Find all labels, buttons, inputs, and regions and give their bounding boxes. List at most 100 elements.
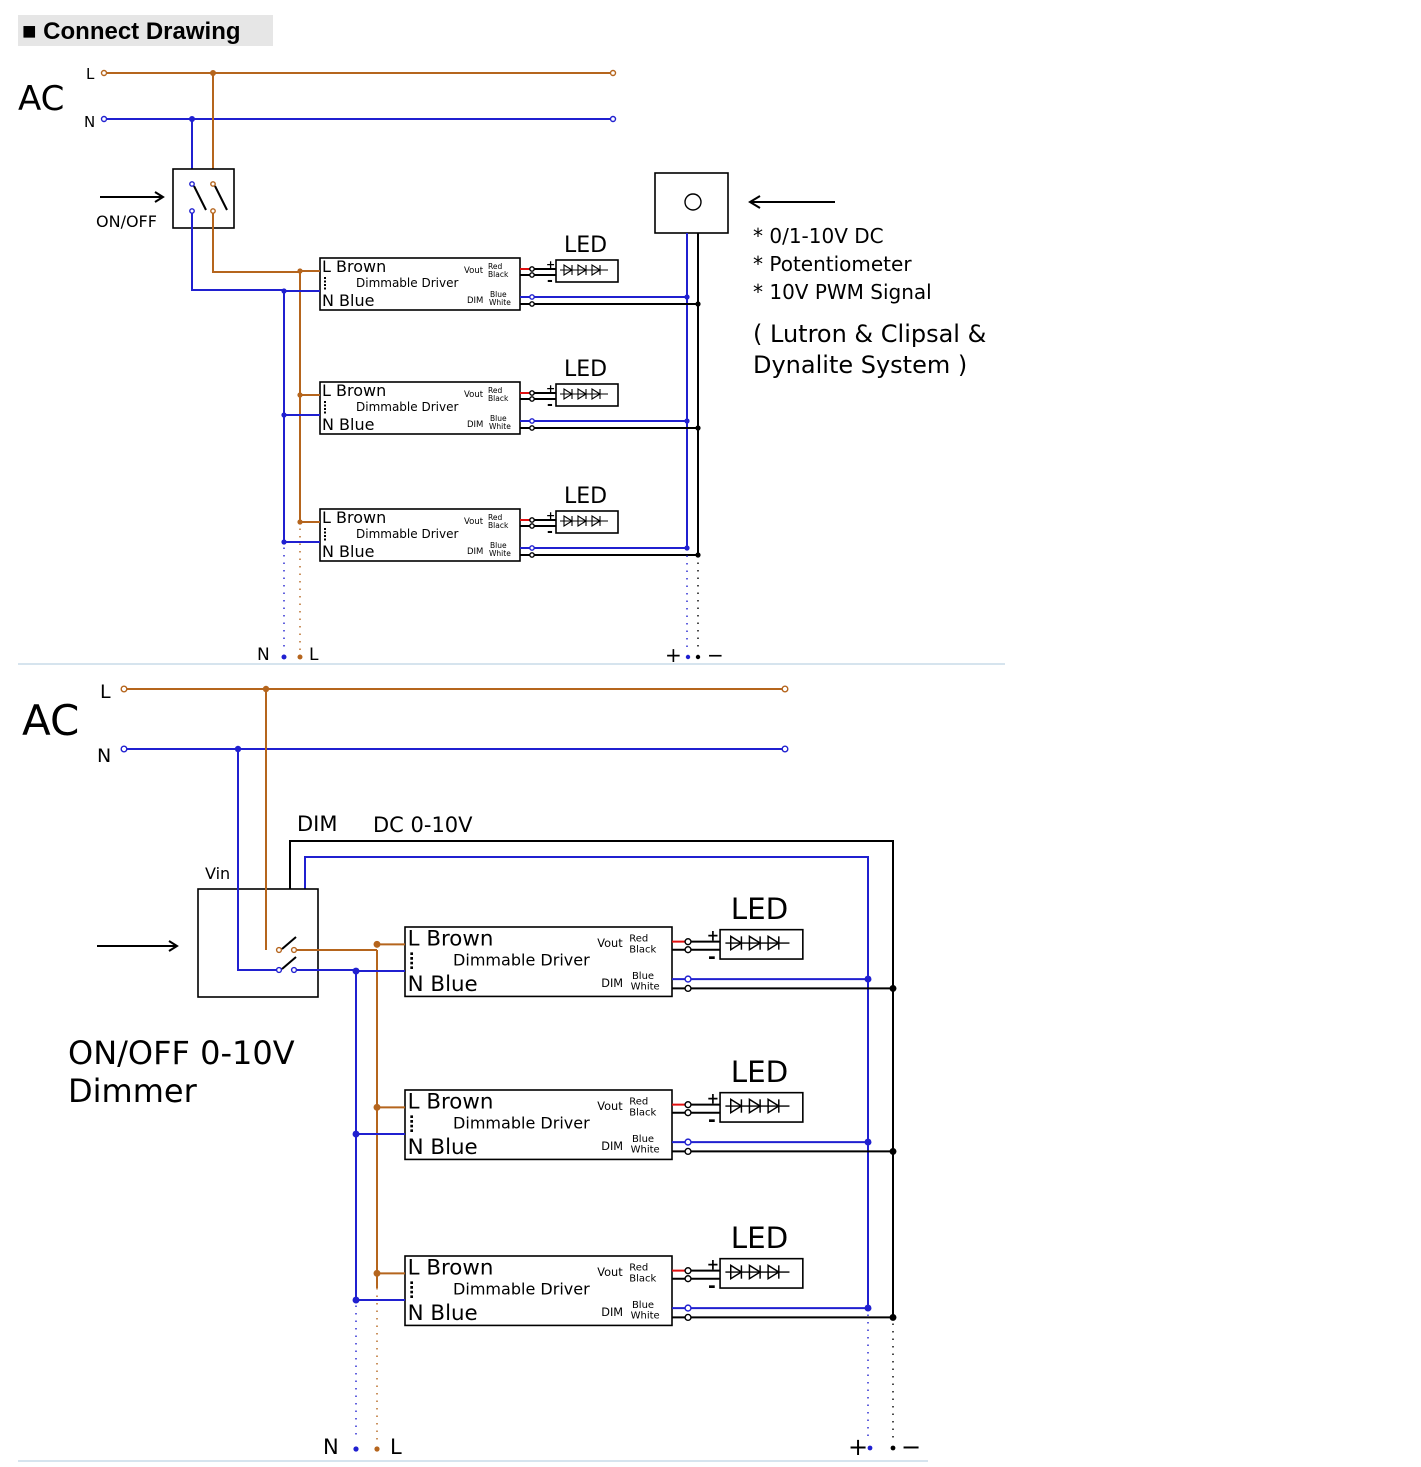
note-4: ( Lutron & Clipsal & xyxy=(753,320,986,348)
led-minus: - xyxy=(547,397,553,413)
driver-dim-label: DIM xyxy=(601,976,623,990)
driver-name: Dimmable Driver xyxy=(453,951,590,970)
driver-black-label: Black xyxy=(488,270,509,279)
driver-vout-label: Vout xyxy=(464,517,484,527)
driver-black-label: Black xyxy=(488,521,509,530)
led-module xyxy=(555,510,619,534)
driver-neutral-label: N Blue xyxy=(322,415,374,434)
driver-vout-label: Vout xyxy=(464,390,484,400)
driver-black-label: Black xyxy=(629,1273,656,1284)
neutral-terminal-label-2: N xyxy=(97,745,111,767)
driver-dim-label: DIM xyxy=(601,1305,623,1319)
led-label: LED xyxy=(564,233,607,258)
top-n-lead: N xyxy=(257,645,270,665)
led-label: LED xyxy=(564,357,607,382)
led-plus: + xyxy=(707,1256,719,1273)
led-plus: + xyxy=(546,382,555,395)
ac-label-2: AC xyxy=(22,696,79,745)
driver-black-label: Black xyxy=(488,394,509,403)
note-3: * 10V PWM Signal xyxy=(753,280,932,304)
driver-red-label: Red xyxy=(629,1097,648,1108)
driver-red-label: Red xyxy=(488,513,502,522)
driver-live-label: L Brown xyxy=(408,1256,494,1281)
ac-label: AC xyxy=(18,79,64,119)
driver-dim-label: DIM xyxy=(467,547,483,557)
led-plus: + xyxy=(546,509,555,522)
driver-neutral-label: N Blue xyxy=(322,291,374,310)
driver-live-label: L Brown xyxy=(322,508,386,527)
driver-white-label: White xyxy=(631,1145,660,1156)
dimmer-label-2: Dimmer xyxy=(68,1072,198,1110)
driver-name: Dimmable Driver xyxy=(356,276,458,290)
vin-label: Vin xyxy=(205,864,230,883)
driver-vout-label: Vout xyxy=(597,1265,623,1279)
driver-vout-label: Vout xyxy=(464,266,484,276)
driver-white-label: White xyxy=(631,1311,660,1322)
driver-name: Dimmable Driver xyxy=(356,527,458,541)
driver-red-label: Red xyxy=(629,934,648,945)
led-module xyxy=(555,383,619,407)
led-plus: + xyxy=(707,1090,719,1107)
led-label: LED xyxy=(731,1221,789,1255)
driver-dim-label: DIM xyxy=(467,296,483,306)
dimmer-label-1: ON/OFF 0-10V xyxy=(68,1034,295,1072)
led-label: LED xyxy=(564,484,607,509)
driver-name: Dimmable Driver xyxy=(356,400,458,414)
led-minus: - xyxy=(708,1110,716,1131)
dim-label: DIM xyxy=(297,812,337,836)
driver-red-label: Red xyxy=(629,1263,648,1274)
driver-blue-label: Blue xyxy=(632,1134,654,1145)
led-module xyxy=(719,1091,804,1123)
led-module xyxy=(719,1257,804,1289)
led-module xyxy=(719,928,804,960)
driver-blue-label: Blue xyxy=(490,541,507,550)
driver-white-label: White xyxy=(489,549,511,558)
on-off-0-10v-dimmer[interactable] xyxy=(197,888,319,998)
driver-neutral-label: N Blue xyxy=(408,1135,478,1160)
top-l-lead: L xyxy=(309,645,319,665)
led-module xyxy=(555,259,619,283)
driver-neutral-label: N Blue xyxy=(408,1301,478,1326)
led-minus: - xyxy=(547,524,553,540)
led-minus: - xyxy=(547,273,553,289)
driver-vout-label: Vout xyxy=(597,936,623,950)
driver-blue-label: Blue xyxy=(490,290,507,299)
driver-name: Dimmable Driver xyxy=(453,1280,590,1299)
driver-neutral-label: N Blue xyxy=(408,972,478,997)
driver-dim-label: DIM xyxy=(467,420,483,430)
driver-white-label: White xyxy=(631,982,660,993)
driver-white-label: White xyxy=(489,422,511,431)
note-2: * Potentiometer xyxy=(753,252,912,276)
led-minus: - xyxy=(708,1276,716,1297)
dc-label: DC 0-10V xyxy=(373,813,473,837)
driver-live-label: L Brown xyxy=(408,1090,494,1115)
on-off-switch[interactable] xyxy=(172,168,235,229)
top-plus-lead: + xyxy=(665,643,682,667)
bottom-minus-lead: − xyxy=(901,1433,921,1461)
led-label: LED xyxy=(731,892,789,926)
driver-live-label: L Brown xyxy=(322,381,386,400)
live-terminal-label: L xyxy=(86,65,95,83)
led-label: LED xyxy=(731,1055,789,1089)
driver-blue-label: Blue xyxy=(490,414,507,423)
led-minus: - xyxy=(708,947,716,968)
dial-icon xyxy=(684,193,702,211)
bottom-n-lead: N xyxy=(323,1435,339,1459)
page-title: ■ Connect Drawing xyxy=(18,15,273,46)
led-plus: + xyxy=(546,258,555,271)
driver-blue-label: Blue xyxy=(632,971,654,982)
driver-white-label: White xyxy=(489,298,511,307)
driver-blue-label: Blue xyxy=(632,1300,654,1311)
note-1: * 0/1-10V DC xyxy=(753,224,884,248)
driver-live-label: L Brown xyxy=(322,257,386,276)
bottom-l-lead: L xyxy=(390,1435,402,1459)
bottom-plus-lead: + xyxy=(848,1433,868,1461)
top-diagram: AC L N ON/OFF xyxy=(18,65,1005,667)
